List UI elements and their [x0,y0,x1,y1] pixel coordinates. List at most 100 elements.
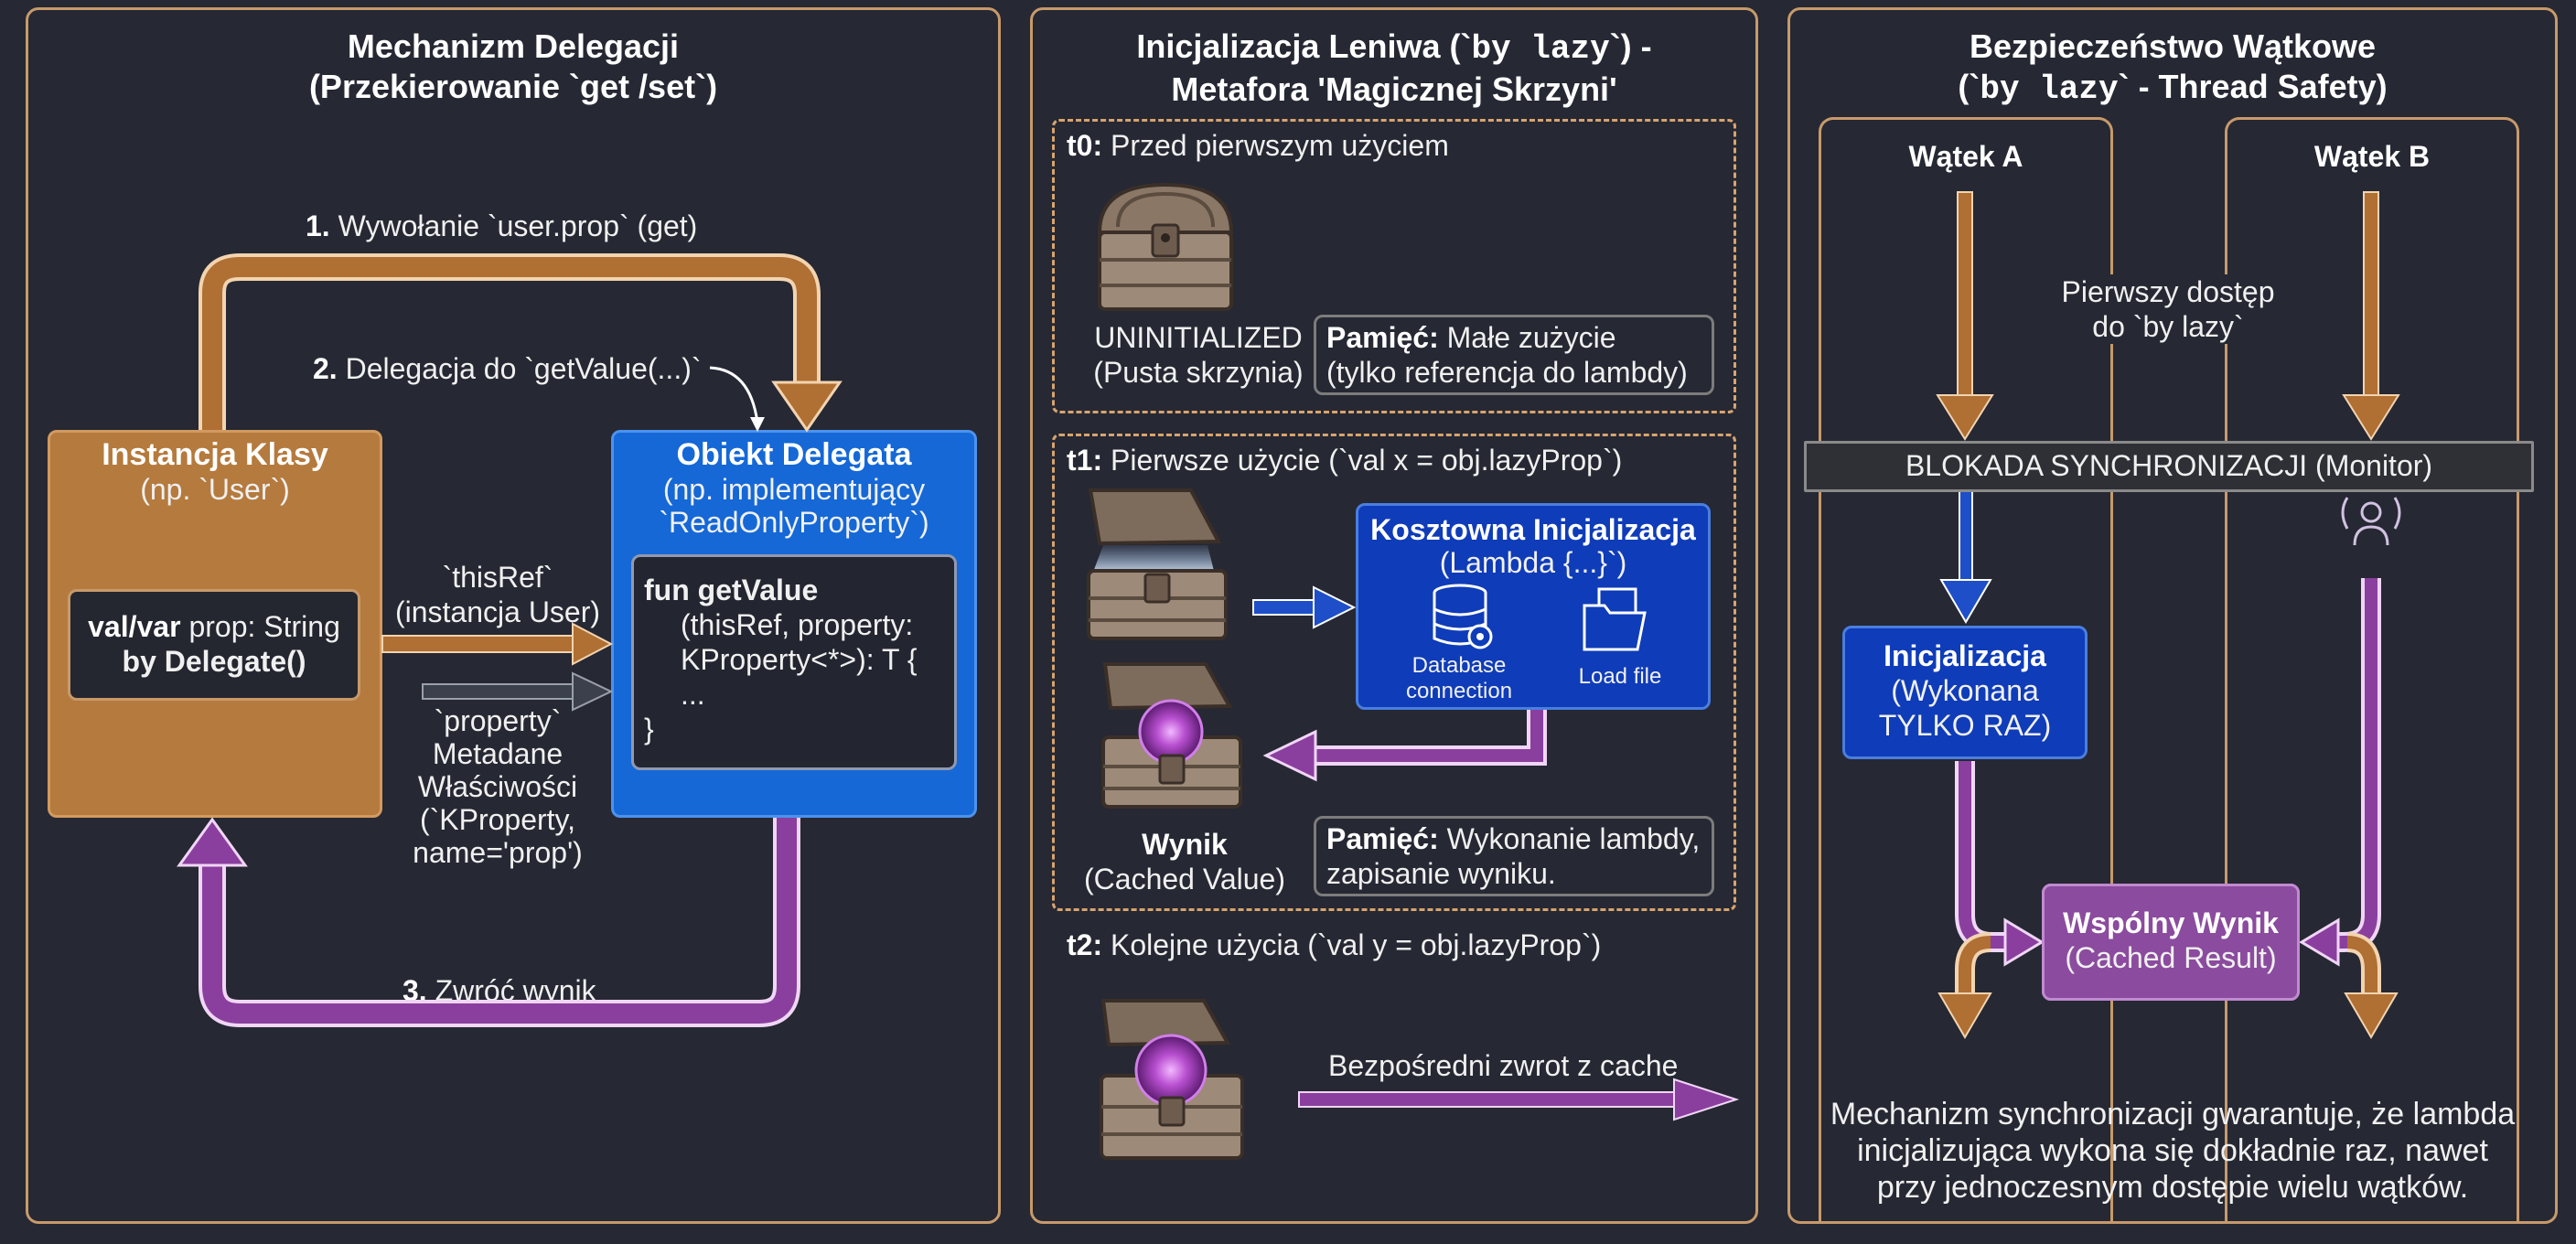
property-declaration-line2: by Delegate() [122,645,306,678]
delegate-object-title: Obiekt Delegata [676,437,912,472]
code-line: ... [681,678,705,711]
label-line: `thisRef` [442,561,553,594]
label-line: (Cached Value) [1084,863,1285,895]
label-line: Database [1411,653,1507,678]
thread-a-label: Wątek A [1908,140,2023,173]
label-line: TYLKO RAZ) [1878,709,2052,742]
memory-key: Pamięć: [1326,822,1439,855]
stage-key: t2: [1067,928,1103,961]
label-line: UNINITIALIZED [1094,321,1303,354]
t1-label: t1: Pierwsze użycie (`val x = obj.lazyPr… [1067,443,1622,477]
chest-closed-icon [1097,182,1234,311]
memory-t1-line1: Pamięć: Wykonanie lambdy, [1326,821,1700,856]
thread-a-exit-arrow [1937,932,1992,1039]
delegate-object-subtitle2: `ReadOnlyProperty`) [659,506,929,539]
step2-label: 2. Delegacja do `getValue(...)` [313,351,702,386]
property-declaration-box [68,589,360,701]
arrow-direct-return [1298,1078,1740,1121]
waiting-person-icon [2341,497,2401,546]
step-number: 2. [313,352,338,385]
panel-thread-safety: Bezpieczeństwo Wątkowe (`by lazy` - Thre… [1787,7,2558,1224]
thread-a-lane [1819,117,2113,1224]
code-line: } [644,713,654,745]
database-gear-icon [1433,584,1493,649]
stage-text: Pierwsze użycie (`val x = obj.lazyProp`) [1102,444,1623,477]
label-line: (`KProperty, [419,803,576,836]
thread-a-arrow-down [1936,191,1994,441]
memory-t0-line2: (tylko referencja do lambdy) [1326,356,1688,389]
thread-a-to-init-arrow [1939,486,1992,624]
title-line: Metafora 'Magicznej Skrzyni' [1171,70,1617,108]
prop-type: prop: String [180,610,340,643]
shared-result-box [2042,884,2300,1001]
footer-line: Mechanizm synchronizacji gwarantuje, że … [1830,1097,2516,1131]
stage-key: t1: [1067,444,1103,477]
t2-label: t2: Kolejne użycia (`val y = obj.lazyPro… [1067,928,1601,962]
code-line: (thisRef, property: [681,608,914,641]
property-label: `property` Metadane Właściwości (`KPrope… [388,704,607,869]
label-line: Właściwości [417,770,578,803]
init-once-box [1842,626,2088,759]
thisref-label: `thisRef` (instancja User) [388,560,607,629]
arrow-to-init [1252,585,1357,629]
title-line: (`by lazy` - Thread Safety) [1790,67,2555,110]
label-line: Pierwszy dostęp [2061,275,2275,308]
memory-text: Małe zużycie [1438,321,1616,354]
keyword: val/var [88,610,181,643]
panel-title: Inicjalizacja Leniwa (`by lazy`) - Metaf… [1033,27,1755,110]
property-declaration-line1: val/var prop: String [68,609,360,644]
label-line: `property` [434,704,562,737]
arrow-property [422,671,614,712]
direct-return-label: Bezpośredni zwrot z cache [1328,1049,1679,1082]
arrow-curve-pointer [709,366,759,424]
memory-t0-line1: Pamięć: Małe zużycie [1326,320,1616,355]
label-line: connection [1405,679,1513,703]
result-label: Wynik (Cached Value) [1070,827,1299,896]
thread-b-exit-arrow [2344,932,2399,1039]
arrow-init-to-result [1262,710,1547,782]
memory-t1-line2: zapisanie wyniku. [1326,857,1556,890]
step-text: Wywołanie `user.prop` (get) [329,209,698,242]
memory-t0-box [1314,315,1714,395]
step-text: Delegacja do `getValue(...)` [337,352,702,385]
load-file-label: Load file [1578,664,1662,689]
class-instance-title: Instancja Klasy [102,437,328,472]
arrow-thisref [381,622,614,666]
class-instance-subtitle: (np. `User`) [140,473,290,506]
costly-init-subtitle: (Lambda {...}`) [1439,546,1627,579]
stage-key: t0: [1067,129,1103,162]
label-line: (Pusta skrzynia) [1093,356,1304,389]
step1-label: 1. Wywołanie `user.prop` (get) [306,209,697,243]
folder-file-icon [1583,587,1647,651]
footer-line: inicjalizująca wykona się dokładnie raz,… [1857,1133,2488,1168]
arrow-get-call [199,253,843,433]
title-code: by lazy [1471,30,1610,68]
title-code: by lazy [1980,70,2119,108]
title-part: (` [1958,68,1980,105]
stage-t0-frame [1052,119,1736,413]
arrow-curve-pointer-head [750,417,765,432]
shared-result-text: Wspólny Wynik (Cached Result) [2042,906,2300,975]
delegate-object-subtitle1: (np. implementujący [662,473,926,506]
memory-key: Pamięć: [1326,321,1439,354]
database-label: Database connection [1381,653,1537,704]
costly-init-box [1356,503,1711,710]
thread-b-arrow-down [2342,191,2400,441]
thread-b-to-shared-arrow [2299,578,2381,967]
label-line: (Cached Result) [2065,941,2277,974]
title-part: Inicjalizacja Leniwa (` [1136,27,1472,65]
first-access-label: Pierwszy dostęp do `by lazy` [2031,274,2305,344]
thread-b-label: Wątek B [2313,140,2431,173]
title-part: `) - [1609,27,1652,65]
init-to-shared-arrow [1955,761,2045,967]
memory-t1-box [1314,816,1714,896]
title-line: Mechanizm Delegacji [347,27,680,65]
title-line: Inicjalizacja Leniwa (`by lazy`) - [1033,27,1755,70]
sync-lock-label: BLOKADA SYNCHRONIZACJI (Monitor) [1905,449,2433,482]
uninitialized-label: UNINITIALIZED (Pusta skrzynia) [1052,320,1345,390]
footer-text: Mechanizm synchronizacji gwarantuje, że … [1793,1096,2552,1206]
chest-glowing-icon [1100,999,1244,1160]
init-once-text: Inicjalizacja (Wykonana TYLKO RAZ) [1842,638,2088,743]
stage-t1-frame [1052,434,1736,911]
panel-title: Mechanizm Delegacji (Przekierowanie `get… [28,27,998,107]
